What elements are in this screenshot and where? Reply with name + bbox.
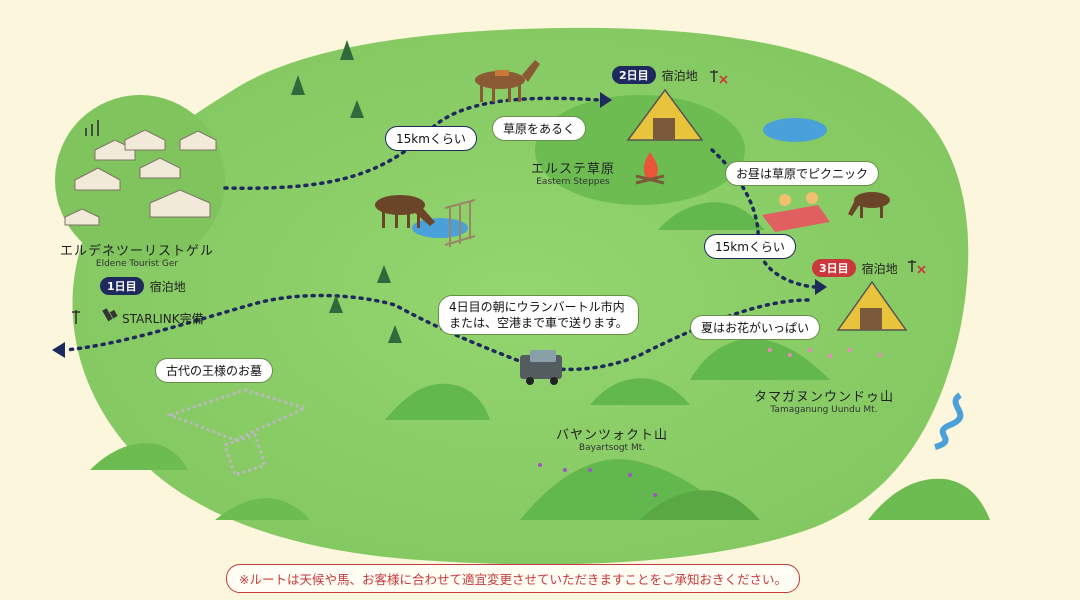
picnic-icon bbox=[762, 192, 830, 232]
starlink-label: STARLINK完備 bbox=[122, 312, 204, 326]
tombs-callout: 古代の王様のお墓 bbox=[155, 358, 274, 383]
return-callout: 4日目の朝にウランバートル市内 または、空港まで車で送ります。 bbox=[438, 295, 639, 335]
satellite-icon bbox=[102, 308, 118, 322]
hill bbox=[90, 443, 188, 470]
day1-badge: 1日目 bbox=[100, 277, 144, 295]
place-name-jp: タマガヌンウンドゥ山 bbox=[754, 390, 895, 405]
hill bbox=[640, 490, 760, 520]
fence bbox=[444, 199, 476, 247]
ancient-tomb bbox=[165, 388, 310, 477]
return-line-2: または、空港まで車で送ります。 bbox=[449, 316, 628, 330]
place-name-jp: エルステ草原 bbox=[531, 162, 616, 177]
day3-badge: 3日目 bbox=[812, 259, 856, 277]
day1-label: 宿泊地 bbox=[149, 279, 186, 294]
day3-label: 宿泊地 bbox=[861, 261, 898, 276]
lake bbox=[763, 118, 827, 142]
flower-field bbox=[538, 463, 657, 497]
picnic-callout: お昼は草原でピクニック bbox=[725, 161, 880, 186]
place-name-jp: バヤンツォクト山 bbox=[556, 428, 669, 443]
place-name-en: Bayartsogt Mt. bbox=[578, 443, 646, 453]
place-name-en: Tamaganung Uundu Mt. bbox=[770, 405, 878, 415]
car-icon bbox=[520, 350, 562, 385]
distance-callout-1: 15kmくらい bbox=[385, 126, 477, 151]
route-footnote: ※ルートは天候や馬、お客様に合わせて適宜変更させていただきますことをご承知おきく… bbox=[226, 564, 800, 593]
horse-icon bbox=[475, 60, 540, 102]
hill bbox=[385, 383, 490, 420]
place-bayartsogt: バヤンツォクト山 Bayartsogt Mt. bbox=[556, 424, 668, 453]
distance-callout-2: 15kmくらい bbox=[704, 234, 796, 259]
route-arrow bbox=[52, 342, 65, 358]
place-name-jp: エルデネツーリストゲル bbox=[60, 244, 215, 259]
place-eastern-steppes: エルステ草原 Eastern Steppes bbox=[531, 158, 615, 187]
route-arrow bbox=[600, 92, 612, 108]
place-name-en: Eldene Tourist Ger bbox=[95, 259, 179, 269]
day1-marker: 1日目 宿泊地 bbox=[100, 277, 186, 295]
river-icon bbox=[934, 392, 964, 450]
day2-badge: 2日目 bbox=[612, 66, 656, 84]
walk-callout: 草原をあるく bbox=[492, 116, 587, 141]
day2-label: 宿泊地 bbox=[661, 68, 698, 83]
tree-icon bbox=[291, 40, 402, 343]
route-arrow bbox=[815, 279, 827, 295]
hill bbox=[868, 478, 990, 520]
horse-icon bbox=[848, 192, 890, 218]
day3-marker: 3日目 宿泊地 bbox=[812, 259, 898, 277]
pond bbox=[412, 218, 468, 238]
hill bbox=[590, 378, 690, 405]
return-line-1: 4日目の朝にウランバートル市内 bbox=[449, 300, 625, 314]
hill bbox=[215, 498, 310, 520]
place-tamaganung: タマガヌンウンドゥ山 Tamaganung Uundu Mt. bbox=[754, 386, 894, 415]
horse-icon bbox=[375, 195, 435, 228]
place-eldene: エルデネツーリストゲル Eldene Tourist Ger bbox=[60, 240, 214, 269]
day2-marker: 2日目 宿泊地 bbox=[612, 66, 698, 84]
flowers-callout: 夏はお花がいっぱい bbox=[690, 315, 821, 340]
ger-icon bbox=[64, 129, 217, 226]
signal-off-icon bbox=[719, 75, 926, 274]
hill bbox=[690, 338, 830, 380]
place-name-en: Eastern Steppes bbox=[536, 177, 610, 187]
antenna-icon bbox=[72, 70, 916, 324]
tent-icon bbox=[626, 88, 908, 331]
hill bbox=[658, 202, 765, 230]
steppe-area bbox=[535, 95, 745, 205]
campfire-icon bbox=[635, 152, 665, 185]
flower-field bbox=[768, 348, 882, 358]
